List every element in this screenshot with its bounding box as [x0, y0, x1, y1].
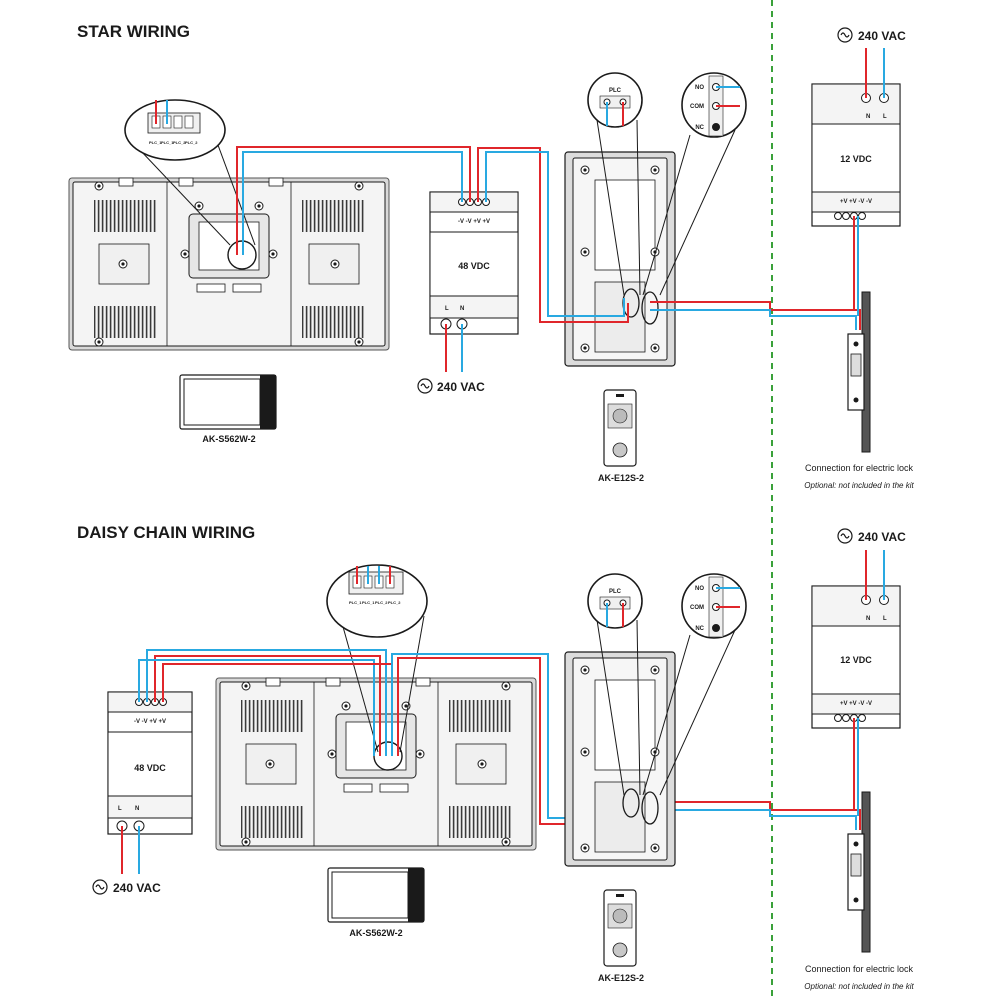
monitor-model-label-daisy: AK-S562W-2: [349, 928, 402, 938]
plc-term-4-daisy: PLC_2: [388, 600, 401, 605]
plc-term-1: PLC_1: [149, 140, 162, 145]
plc-label-daisy: PLC: [609, 589, 622, 595]
plc-label-star: PLC: [609, 88, 622, 94]
wires-star: [236, 146, 861, 330]
psu12-label-star: 12 VDC: [840, 154, 872, 164]
monitor-front-daisy: [327, 867, 425, 923]
mains-label-daisy-12: 240 VAC: [858, 530, 906, 544]
psu48-label: 48 VDC: [458, 261, 490, 271]
door-relay-zoom-daisy: NO COM NC: [622, 573, 747, 825]
door-front-daisy: [603, 889, 637, 967]
lock-caption-daisy: Connection for electric lock: [805, 964, 914, 974]
psu48-terminal-l-daisy: L: [118, 806, 122, 812]
mains-label-star-12: 240 VAC: [858, 29, 906, 43]
monitor-plc-zoom: PLC_1 PLC_1 PLC_2 PLC_2: [124, 99, 257, 270]
relay-nc-daisy: NC: [695, 626, 704, 632]
psu-48vdc-star: -V -V +V +V 48 VDC L N: [429, 191, 519, 335]
plc-term-2-daisy: PLC_1: [362, 600, 375, 605]
door-plc-zoom-star: PLC: [587, 72, 643, 296]
relay-nc-star: NC: [695, 125, 704, 131]
lock-caption-star: Connection for electric lock: [805, 463, 914, 473]
door-station-back-star: [565, 152, 675, 366]
monitor-model-label-star: AK-S562W-2: [202, 434, 255, 444]
psu48-terminal-l: L: [445, 306, 449, 312]
door-model-label-daisy: AK-E12S-2: [598, 973, 644, 983]
plc-term-3: PLC_2: [173, 140, 186, 145]
door-relay-zoom-star: NO COM NC: [622, 72, 747, 325]
relay-no-daisy: NO: [695, 586, 704, 592]
psu-12vdc-daisy: 12 VDC +V +V -V -V N L 240 VAC: [811, 528, 906, 816]
lock-note-star: Optional: not included in the kit: [804, 481, 914, 490]
door-front-star: [603, 389, 637, 467]
psu12-terminals-daisy: +V +V -V -V: [840, 701, 872, 707]
relay-com-daisy: COM: [690, 605, 704, 611]
psu12-terminal-n-daisy: N: [866, 616, 870, 622]
psu12-terminals-star: +V +V -V -V: [840, 199, 872, 205]
ac-sine-icon: [417, 378, 433, 394]
section-title-daisy: DAISY CHAIN WIRING: [77, 523, 255, 542]
monitor-back-view: [69, 178, 389, 350]
ac-sine-icon: [837, 528, 853, 544]
door-model-label-star: AK-E12S-2: [598, 473, 644, 483]
ac-sine-icon: [837, 27, 853, 43]
psu12-terminal-l-daisy: L: [883, 616, 887, 622]
psu48-terminals-label: -V -V +V +V: [458, 219, 490, 225]
relay-com-star: COM: [690, 104, 704, 110]
section-title-star: STAR WIRING: [77, 22, 190, 41]
door-station-back-daisy: [565, 652, 675, 866]
psu48-terminal-n: N: [460, 306, 464, 312]
star-wiring-section: STAR WIRING PLC_1 PLC_1 PLC_2 PLC_2: [69, 22, 914, 490]
mains-label-daisy-48: 240 VAC: [113, 881, 161, 895]
psu48-terminal-n-daisy: N: [135, 806, 139, 812]
mains-label-star-48: 240 VAC: [437, 380, 485, 394]
mains-48vdc-star: 240 VAC: [417, 324, 485, 394]
plc-term-2: PLC_1: [161, 140, 174, 145]
monitor-plc-zoom-daisy: PLC_1 PLC_1 PLC_2 PLC_2: [326, 564, 428, 771]
lock-note-daisy: Optional: not included in the kit: [804, 982, 914, 991]
psu48-label-daisy: 48 VDC: [134, 763, 166, 773]
psu12-label-daisy: 12 VDC: [840, 655, 872, 665]
psu12-terminal-n-star: N: [866, 114, 870, 120]
psu48-terminals-daisy: -V -V +V +V: [134, 719, 166, 725]
psu12-terminal-l-star: L: [883, 114, 887, 120]
relay-no-star: NO: [695, 85, 704, 91]
daisy-chain-section: DAISY CHAIN WIRING -V -V +V +V 48 VDC L …: [77, 523, 914, 991]
ac-sine-icon: [92, 879, 108, 895]
plc-term-4: PLC_2: [185, 140, 198, 145]
plc-term-3-daisy: PLC_2: [375, 600, 388, 605]
psu-12vdc-star: 12 VDC +V +V -V -V N L 240 VAC: [811, 27, 906, 316]
monitor-front-star: [179, 374, 277, 430]
psu-48vdc-daisy: -V -V +V +V 48 VDC L N 240 VAC: [92, 691, 193, 895]
plc-term-1-daisy: PLC_1: [349, 600, 362, 605]
door-plc-zoom-daisy: PLC: [587, 573, 643, 796]
